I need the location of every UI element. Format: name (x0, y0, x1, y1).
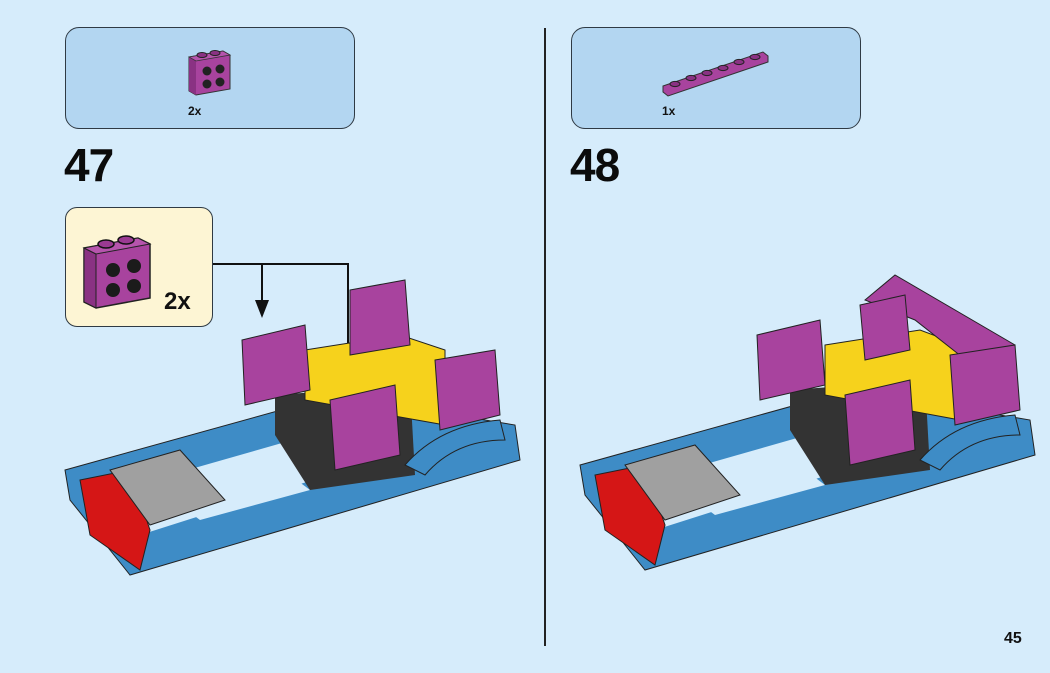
step-divider (544, 28, 546, 646)
step-number: 48 (570, 139, 620, 191)
part-brick-1x2x2-icon (187, 50, 232, 96)
model-step-48 (579, 274, 1036, 571)
arrow-line (213, 263, 349, 380)
page-number: 45 (1004, 630, 1022, 647)
callout-brick-icon (82, 235, 152, 309)
step-number: 47 (64, 139, 114, 191)
part-quantity: 2x (188, 104, 202, 118)
callout-box: 2x (65, 207, 213, 327)
parts-box-step-47: 2x (65, 27, 355, 129)
part-quantity: 1x (662, 104, 676, 118)
part-plate-1x6-icon (662, 51, 769, 97)
parts-box-step-48: 1x (571, 27, 861, 129)
model-step-47 (64, 279, 521, 576)
callout-quantity: 2x (164, 288, 191, 315)
arrow-head (255, 300, 269, 318)
